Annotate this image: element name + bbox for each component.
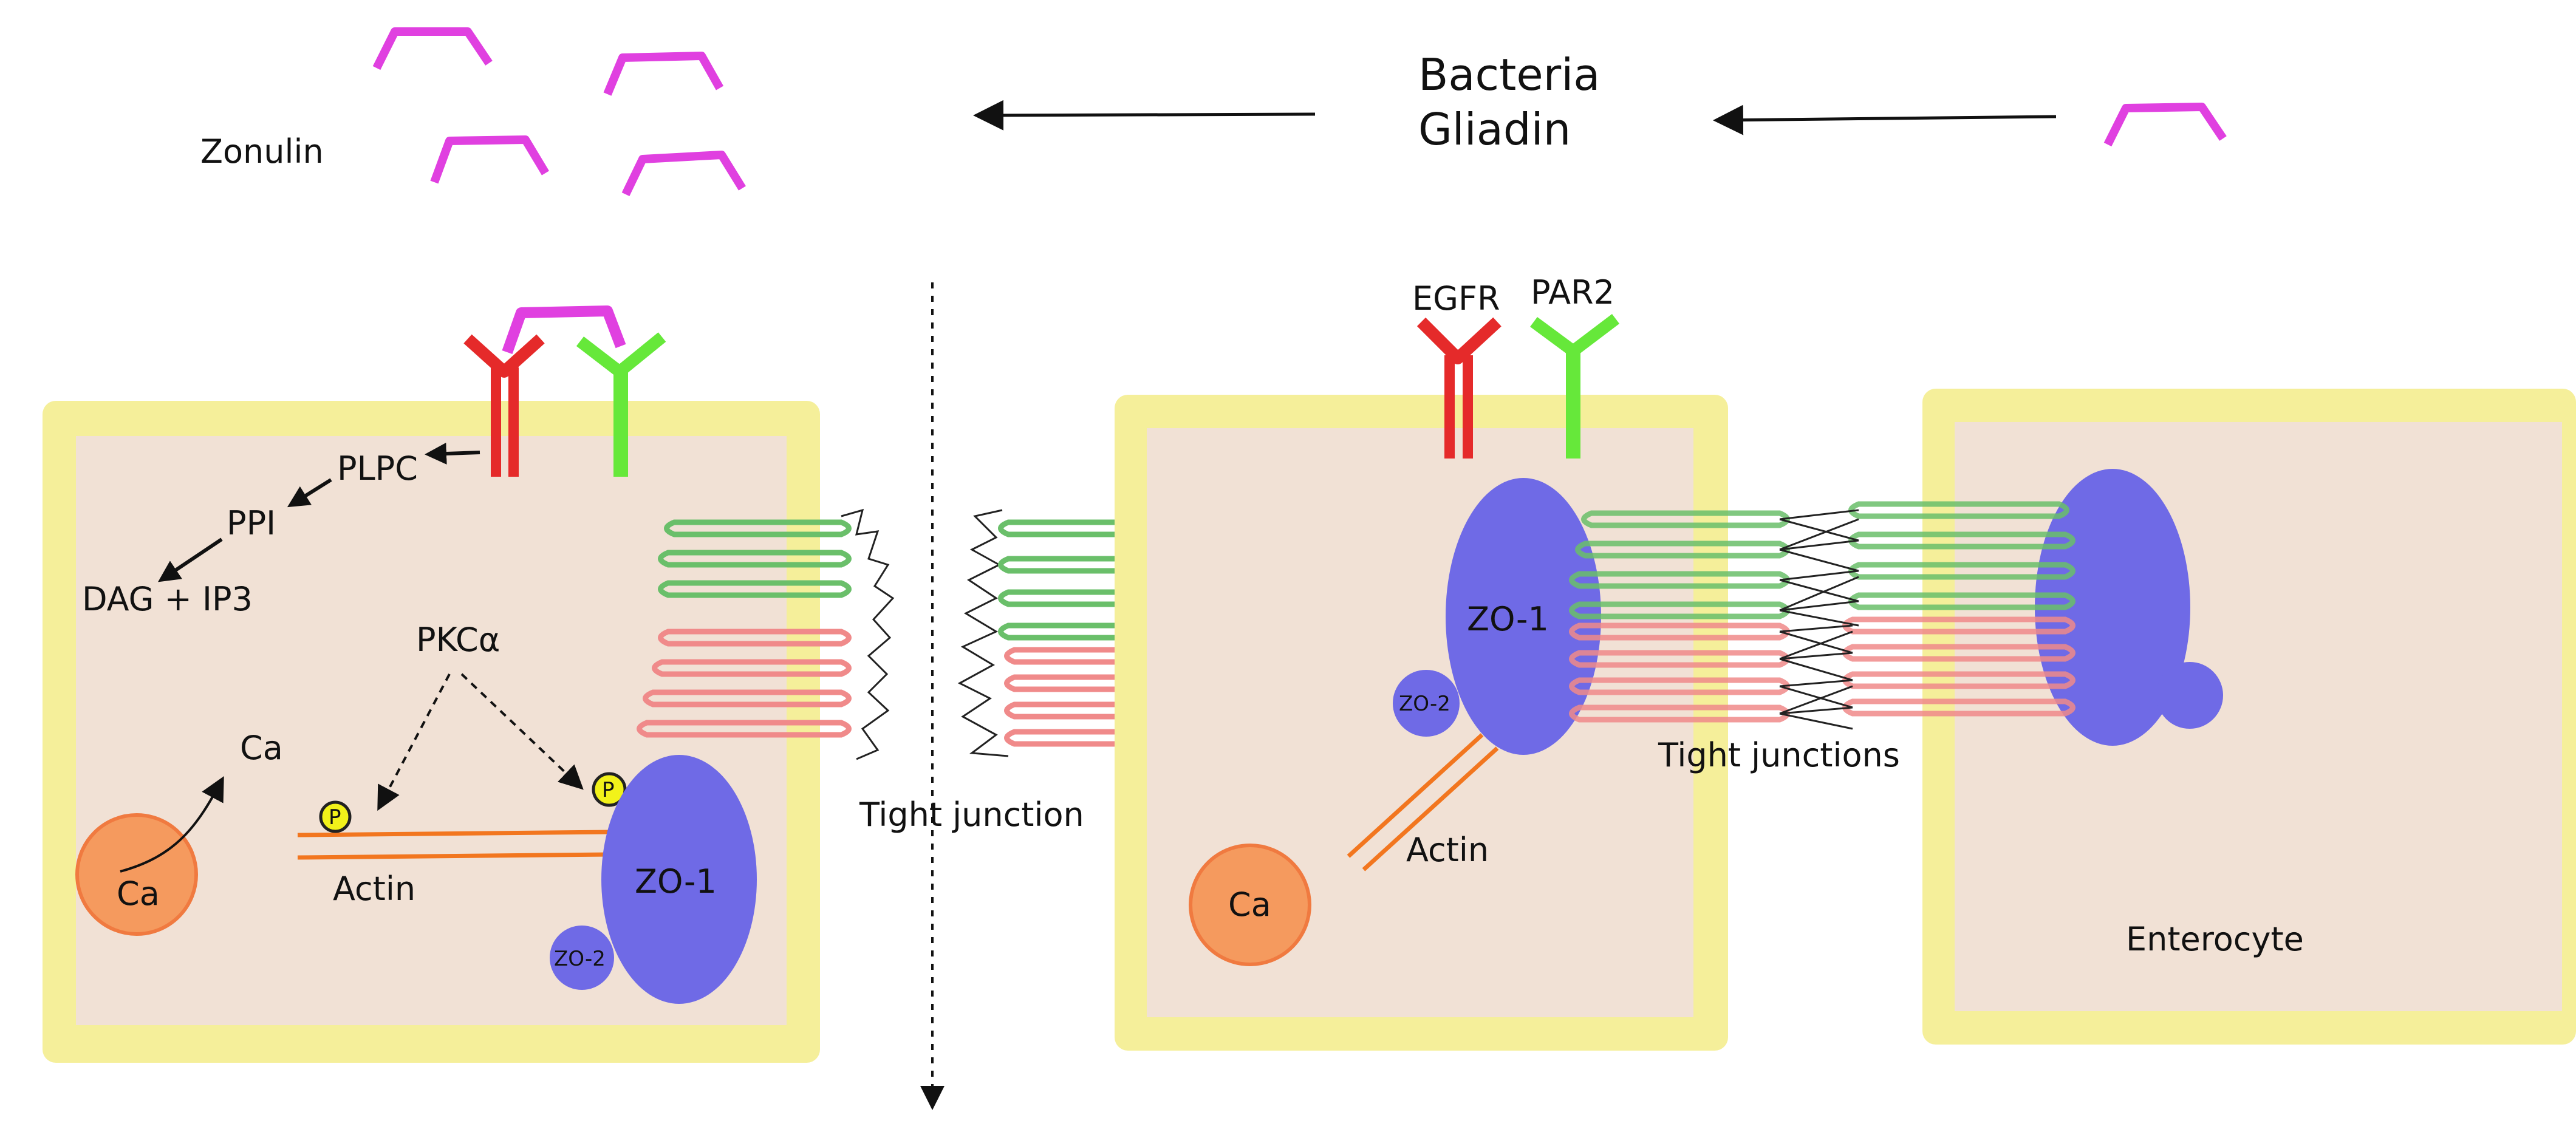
calcium-free-label: Ca [240, 729, 283, 767]
egfr-label: EGFR [1412, 279, 1500, 318]
dag-ip3-label: DAG + IP3 [82, 580, 253, 618]
phosphate-zo1 [592, 772, 627, 807]
tight-junction-label: Tight junction [859, 796, 1084, 834]
zo2-protein-left [550, 926, 614, 990]
arrow-plpc-to-ppi [287, 478, 332, 508]
egfr-receptor-left [463, 334, 545, 477]
par2-receptor-left [576, 332, 666, 477]
zo1-label-right: ZO-1 [1467, 600, 1549, 638]
disrupted-junction-left [841, 508, 895, 760]
arrow-to-zonulin [973, 100, 1316, 131]
calcium-store-right [1189, 844, 1311, 966]
zonulin-molecule [621, 151, 746, 197]
enterocyte-cell: Enterocyte [1922, 389, 2576, 1045]
actin-filament-right [1362, 746, 1499, 871]
junction-crosslinks [1779, 509, 1859, 730]
actin-label-left: Actin [333, 870, 415, 908]
tight-junctions-label: Tight junctions [1658, 736, 1900, 774]
arrow-ppi-to-dag [158, 537, 223, 582]
arrow-calcium-release [120, 776, 224, 873]
zonulin-molecule [430, 135, 550, 184]
zo2-protein-enterocyte [2156, 662, 2223, 729]
calcium-store-left [75, 813, 198, 936]
calcium-store-label: Ca [117, 875, 160, 913]
arrow-pkc-to-actin [377, 673, 451, 811]
phosphate-actin [319, 800, 352, 833]
ppi-label: PPI [227, 504, 276, 542]
zonulin-label: Zonulin [200, 132, 324, 171]
right-cell: EGFR PAR2 Actin Ca ZO-1 ZO-2 [1115, 273, 1728, 1051]
zonulin-molecules [372, 27, 2227, 197]
zo2-label-left: ZO-2 [554, 947, 606, 971]
enterocyte-label: Enterocyte [2126, 920, 2304, 958]
actin-filament-right [1347, 733, 1484, 858]
par2-receptor-right [1530, 314, 1620, 459]
disrupted-junction-middle [957, 509, 1009, 757]
par2-label: PAR2 [1531, 273, 1614, 312]
tight-junction-strands-left [637, 519, 852, 738]
gliadin-label: Gliadin [1418, 104, 1571, 155]
zonulin-molecule [603, 52, 724, 96]
phosphate-zo1-label: P [602, 778, 615, 802]
zonulin-molecule [372, 27, 493, 70]
zo2-protein-right [1393, 670, 1460, 737]
bacteria-label: Bacteria [1418, 49, 1600, 100]
actin-filament-left [297, 852, 611, 860]
actin-filament-left [297, 830, 611, 837]
egfr-receptor-right [1416, 317, 1502, 459]
actin-label-right: Actin [1406, 831, 1489, 869]
arrow-from-stimulus [1713, 104, 2057, 135]
zo1-protein-left [601, 755, 757, 1004]
arrow-egfr-to-plpc [425, 442, 480, 465]
arrow-pkc-to-zo1 [460, 673, 584, 790]
pkc-alpha-label: PKCα [416, 621, 500, 659]
calcium-label-right: Ca [1228, 885, 1271, 924]
zo1-label-left: ZO-1 [635, 862, 717, 901]
bound-zonulin [502, 305, 626, 355]
zo1-protein-right [1446, 478, 1601, 755]
left-cell: PLPC PPI DAG + IP3 PKCα Ca Ca Actin P P … [43, 305, 895, 1063]
phosphate-actin-label: P [329, 805, 341, 830]
zonulin-molecule [2103, 103, 2227, 147]
plpc-label: PLPC [337, 449, 418, 488]
zo2-label-right: ZO-2 [1399, 692, 1450, 716]
